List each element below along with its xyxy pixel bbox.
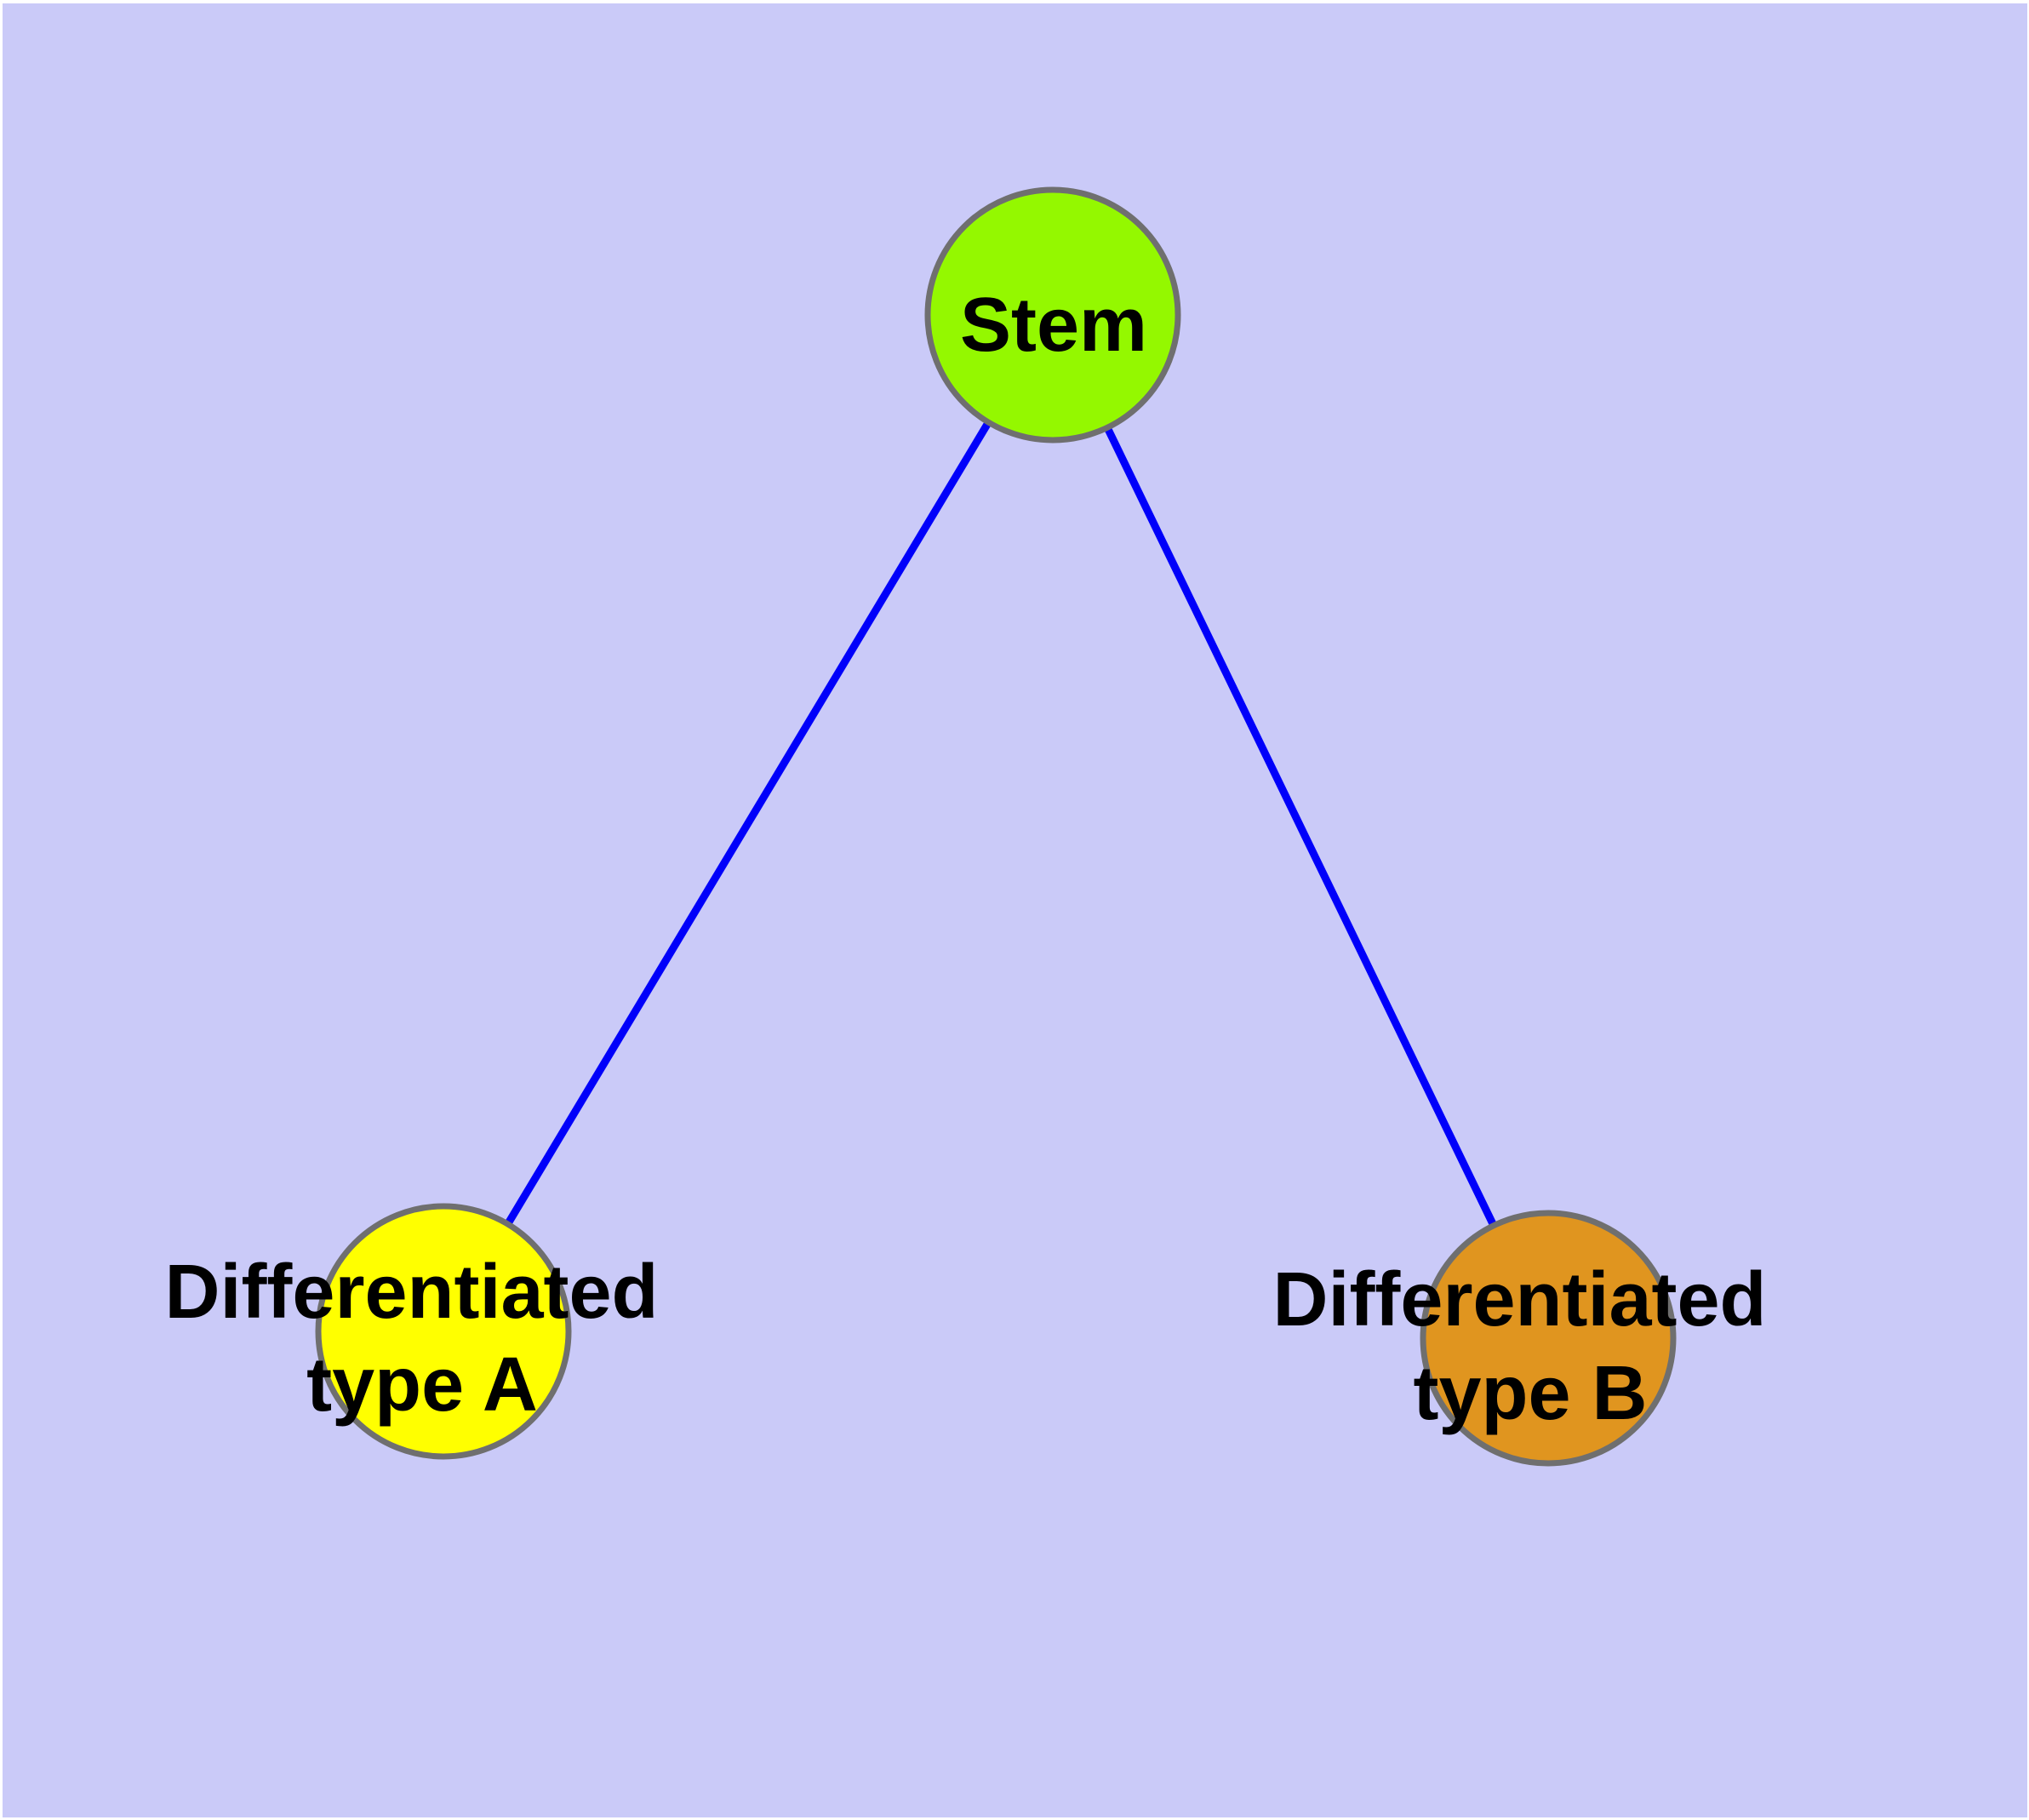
node-stem-label: Stem	[960, 283, 1147, 368]
node-stem[interactable]	[924, 186, 1181, 444]
node-layer	[315, 186, 1677, 1467]
edge-stem-to-type-a	[440, 312, 1056, 1334]
node-type-a-label-line2: type A	[306, 1342, 538, 1428]
node-differentiated-type-b[interactable]	[1420, 1210, 1677, 1467]
label-layer: Stem Differentiated type A Differentiate…	[164, 283, 1787, 1436]
node-type-b-label-line1: Differentiated	[1272, 1257, 1766, 1342]
node-type-a-label: Differentiated type A	[164, 1250, 679, 1428]
node-type-b-label-line2: type B	[1413, 1351, 1647, 1436]
edge-stem-to-type-b	[1049, 313, 1552, 1340]
node-type-a-label-line1: Differentiated	[164, 1250, 658, 1335]
node-type-b-label: Differentiated type B	[1272, 1257, 1787, 1436]
edge-layer	[440, 312, 1552, 1340]
node-differentiated-type-a[interactable]	[315, 1203, 572, 1460]
